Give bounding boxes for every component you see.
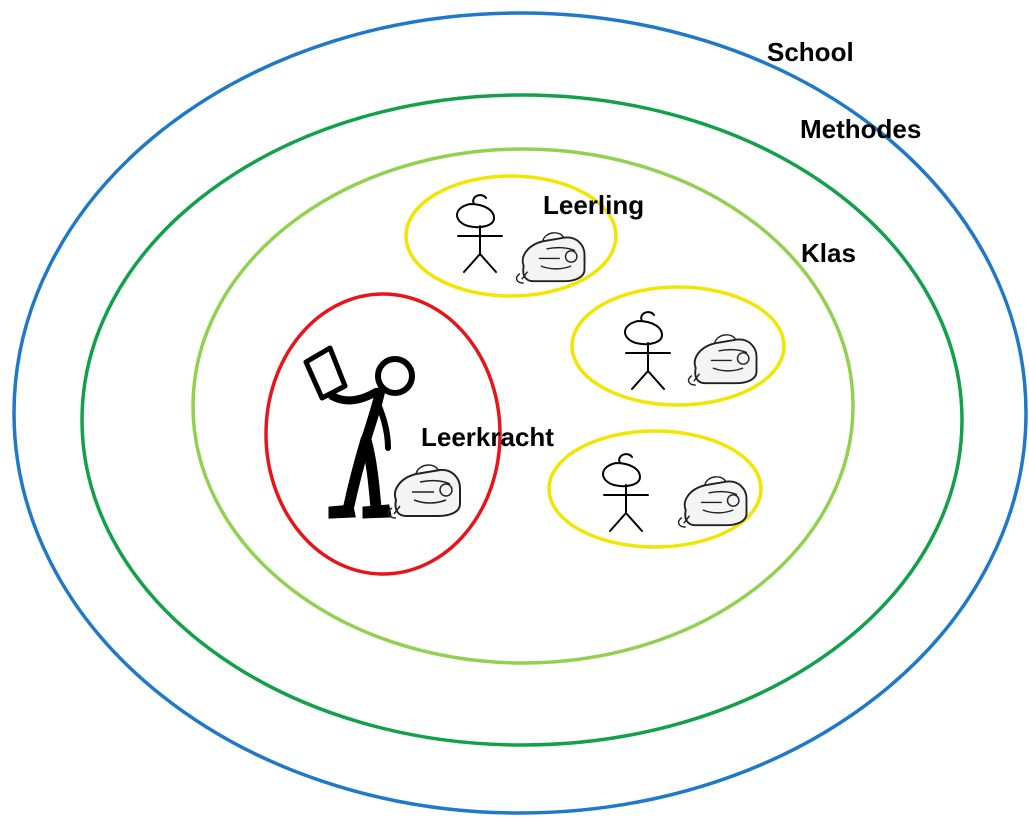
stick-figure-icon xyxy=(456,194,503,273)
leerkracht-label: Leerkracht xyxy=(421,422,554,452)
leerling-circle-3 xyxy=(547,429,763,549)
klas-ring xyxy=(191,147,855,665)
leerling-circle-2 xyxy=(570,285,786,407)
schoolbag-icon xyxy=(687,333,758,387)
leerling-circle-1 xyxy=(404,174,618,298)
leerling-label: Leerling xyxy=(543,190,644,220)
schoolbag-icon xyxy=(677,475,748,529)
schoolbag-icon xyxy=(387,464,461,519)
methodes-ring xyxy=(80,93,964,747)
klas-label: Klas xyxy=(801,238,856,268)
teacher-figure-icon xyxy=(303,345,415,519)
leerkracht-circle xyxy=(264,292,502,576)
school-label: School xyxy=(767,37,854,67)
stick-figure-icon xyxy=(624,311,671,390)
methodes-label: Methodes xyxy=(800,114,921,144)
stick-figure-icon xyxy=(602,453,649,532)
school-ring xyxy=(12,11,1028,815)
schoolbag-icon xyxy=(515,231,586,285)
